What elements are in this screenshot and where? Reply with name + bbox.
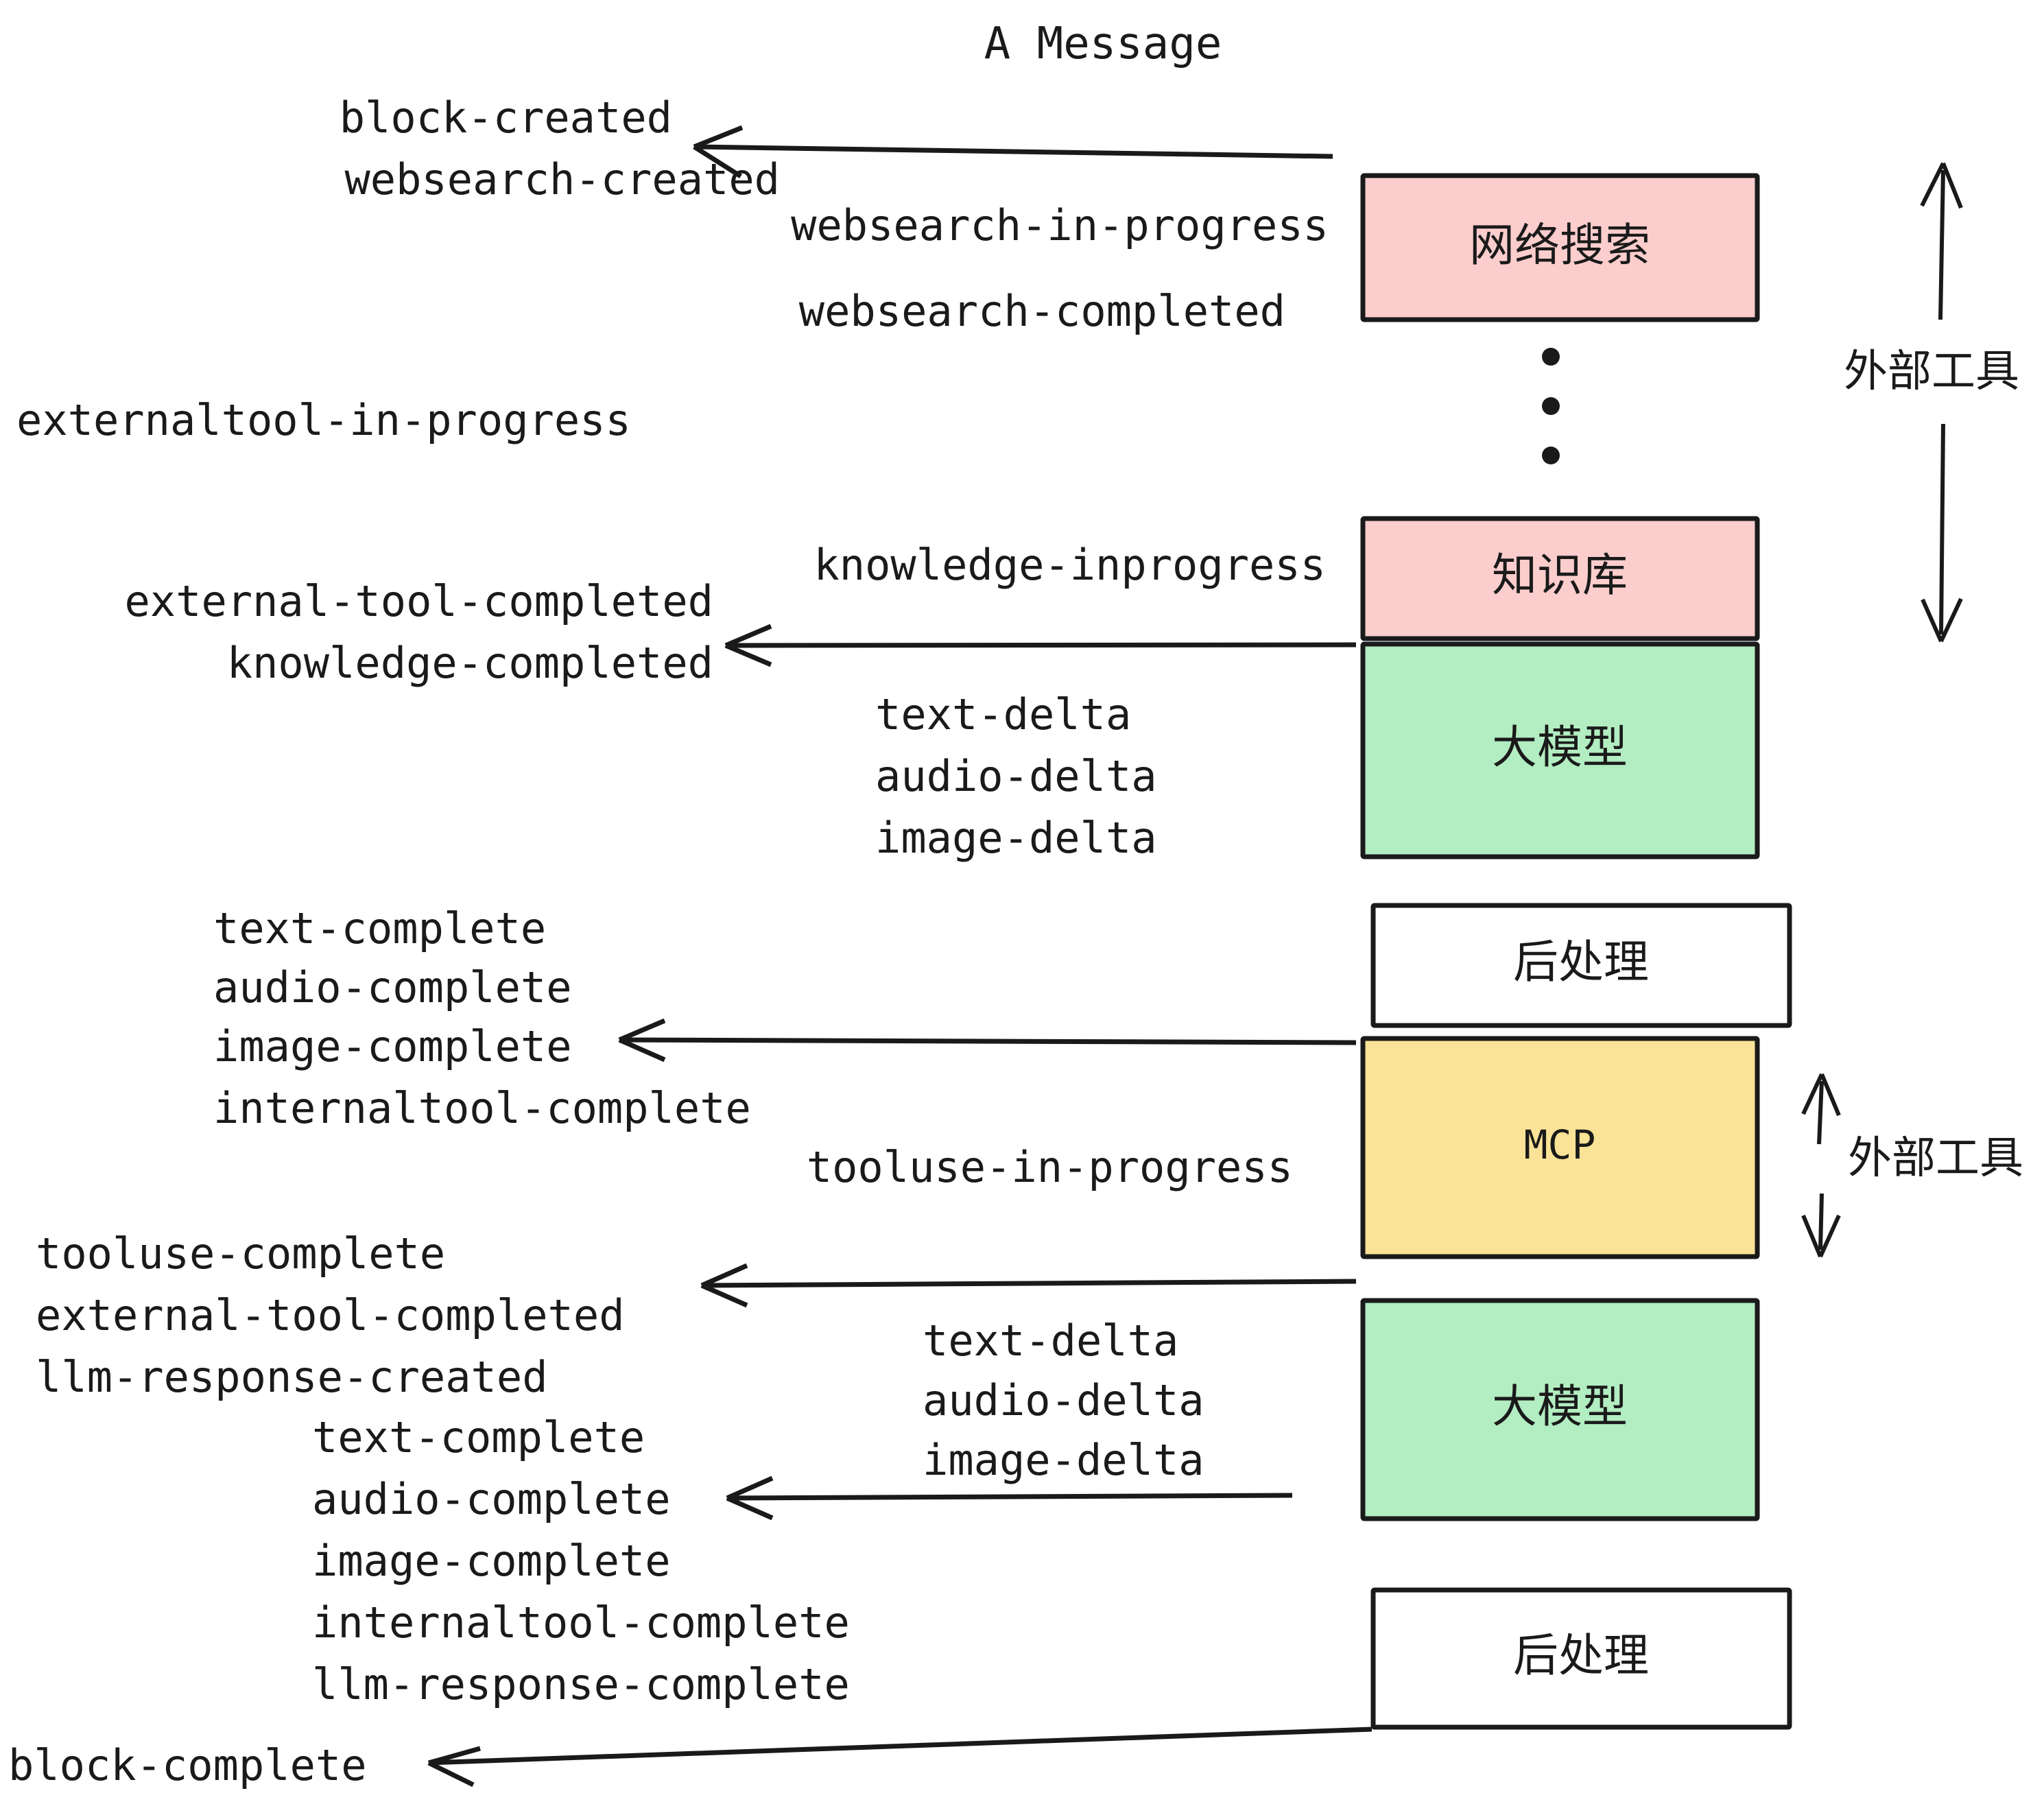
- event-label-audio-complete-2: audio-complete: [312, 1474, 671, 1524]
- event-label-block-created: block-created: [340, 93, 672, 143]
- event-label-websearch-created: websearch-created: [344, 154, 780, 204]
- event-label-websearch-in-progress: websearch-in-progress: [791, 200, 1329, 250]
- event-label-external-tool-completed-2: external-tool-completed: [36, 1290, 625, 1340]
- arrow-image-complete: [618, 1018, 1357, 1063]
- vertical-ellipsis: [1542, 348, 1560, 464]
- event-label-audio-delta-2: audio-delta: [923, 1375, 1204, 1425]
- external-tools-label-bottom: 外部工具: [1848, 1133, 2023, 1184]
- event-label-image-complete-2: image-complete: [312, 1536, 671, 1586]
- event-label-internaltool-complete-1: internaltool-complete: [213, 1083, 751, 1133]
- node-label-websearch: 网络搜索: [1469, 219, 1650, 272]
- arrow-knowledge-completed: [724, 624, 1357, 667]
- node-label-llm-2: 大模型: [1492, 1380, 1628, 1433]
- external-tools-span-bottom: [1801, 1073, 1841, 1258]
- arrow-audio-complete: [726, 1475, 1293, 1521]
- event-label-text-complete-2: text-complete: [312, 1412, 645, 1462]
- node-box-llm-1[interactable]: [1360, 641, 1760, 859]
- external-tools-label-top: 外部工具: [1844, 346, 2019, 397]
- node-box-postprocess-2[interactable]: [1370, 1587, 1792, 1730]
- arrow-tooluse-complete: [700, 1263, 1357, 1308]
- node-label-mcp: MCP: [1524, 1121, 1596, 1168]
- event-label-external-tool-completed-1: external-tool-completed: [124, 576, 713, 626]
- event-label-llm-response-complete: llm-response-complete: [312, 1659, 850, 1709]
- event-label-internaltool-complete-2: internaltool-complete: [312, 1598, 850, 1648]
- event-label-audio-delta-1: audio-delta: [875, 751, 1157, 801]
- event-label-knowledge-inprogress: knowledge-inprogress: [813, 540, 1326, 590]
- event-label-tooluse-in-progress: tooluse-in-progress: [807, 1142, 1293, 1192]
- event-label-websearch-completed: websearch-completed: [799, 286, 1285, 336]
- node-box-llm-2[interactable]: [1360, 1298, 1760, 1521]
- event-label-block-complete: block-complete: [8, 1740, 367, 1790]
- event-label-text-delta-1: text-delta: [875, 689, 1131, 739]
- event-label-image-delta-2: image-delta: [923, 1435, 1204, 1485]
- event-label-text-delta-2: text-delta: [923, 1316, 1178, 1366]
- event-label-llm-response-created: llm-response-created: [36, 1352, 548, 1402]
- event-label-text-complete-1: text-complete: [213, 903, 546, 953]
- node-label-postprocess-2: 后处理: [1513, 1629, 1649, 1682]
- event-label-knowledge-completed: knowledge-completed: [227, 638, 713, 688]
- arrow-block-created: [693, 125, 1333, 178]
- node-label-postprocess-1: 后处理: [1513, 936, 1649, 988]
- event-label-externaltool-in-progress: externaltool-in-progress: [16, 395, 631, 445]
- page-title: A Message: [984, 19, 1222, 69]
- node-box-mcp[interactable]: [1360, 1036, 1760, 1259]
- arrow-block-complete: [427, 1726, 1372, 1788]
- event-label-tooluse-complete: tooluse-complete: [36, 1229, 445, 1279]
- node-label-knowledge: 知识库: [1492, 549, 1628, 602]
- event-label-image-delta-1: image-delta: [875, 813, 1157, 863]
- node-label-llm-1: 大模型: [1492, 721, 1628, 774]
- node-box-knowledge[interactable]: [1360, 516, 1760, 641]
- external-tools-span-top: [1920, 162, 1963, 643]
- event-label-image-complete-1: image-complete: [213, 1021, 572, 1071]
- event-label-audio-complete-1: audio-complete: [213, 962, 572, 1012]
- node-box-websearch[interactable]: [1360, 173, 1760, 322]
- node-box-postprocess-1[interactable]: [1370, 903, 1792, 1028]
